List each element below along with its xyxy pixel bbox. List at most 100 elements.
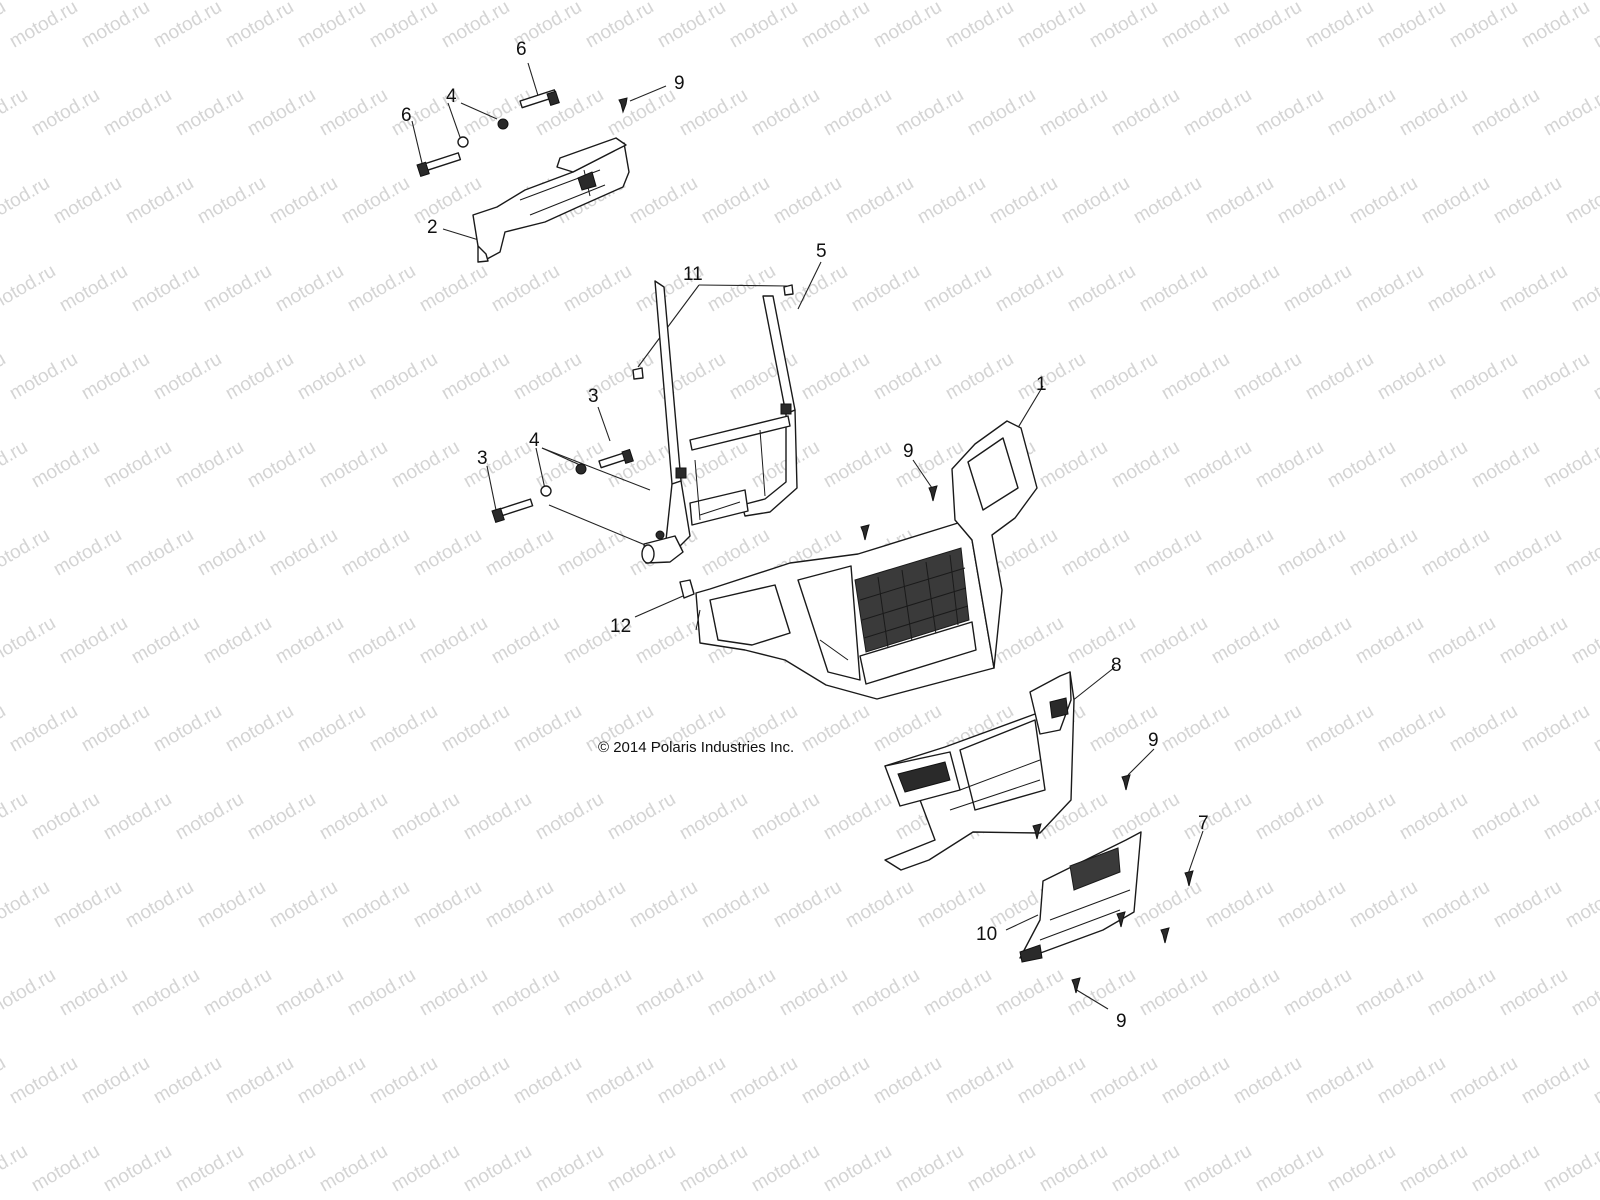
watermark-text: motod.ru — [200, 965, 275, 1021]
watermark-text: motod.ru — [1130, 525, 1205, 581]
watermark-text: motod.ru — [582, 0, 657, 52]
bolt-top-6 — [519, 89, 560, 109]
watermark-text: motod.ru — [0, 173, 53, 229]
watermark-text: motod.ru — [726, 0, 801, 52]
watermark-text: motod.ru — [56, 965, 131, 1021]
nut-mid-4b — [540, 485, 552, 497]
watermark-text: motod.ru — [770, 877, 845, 933]
watermark-text: motod.ru — [820, 85, 895, 141]
watermark-text: motod.ru — [1468, 789, 1543, 845]
callout-9-bottom: 9 — [1116, 1011, 1127, 1032]
watermark-text: motod.ru — [1086, 349, 1161, 405]
watermark-text: motod.ru — [1418, 877, 1493, 933]
watermark-text: motod.ru — [1396, 1141, 1471, 1197]
watermark-text: motod.ru — [244, 85, 319, 141]
watermark-text: motod.ru — [914, 173, 989, 229]
watermark-text: motod.ru — [194, 525, 269, 581]
watermark-text: motod.ru — [1496, 613, 1571, 669]
watermark-text: motod.ru — [338, 525, 413, 581]
watermark-text: motod.ru — [1540, 1141, 1600, 1197]
watermark-text: motod.ru — [482, 877, 557, 933]
watermark-text: motod.ru — [510, 701, 585, 757]
watermark-text: motod.ru — [0, 877, 53, 933]
watermark-text: motod.ru — [460, 1141, 535, 1197]
watermark-text: motod.ru — [870, 701, 945, 757]
watermark-text: motod.ru — [1180, 85, 1255, 141]
watermark-text: motod.ru — [1446, 1053, 1521, 1109]
callout-5: 5 — [816, 241, 827, 262]
watermark-text: motod.ru — [1590, 1053, 1600, 1109]
watermark-text: motod.ru — [1130, 877, 1205, 933]
watermark-text: motod.ru — [0, 789, 31, 845]
watermark-text: motod.ru — [0, 613, 59, 669]
watermark-text: motod.ru — [848, 965, 923, 1021]
watermark-text: motod.ru — [676, 85, 751, 141]
watermark-text: motod.ru — [1252, 85, 1327, 141]
watermark-text: motod.ru — [626, 877, 701, 933]
brush-guard-frame — [641, 280, 798, 564]
watermark-text: motod.ru — [1446, 0, 1521, 52]
clip-11b — [783, 284, 794, 296]
watermark-text: motod.ru — [100, 1141, 175, 1197]
callout-4-mid: 4 — [529, 430, 540, 451]
callout-12: 12 — [610, 616, 631, 637]
watermark-text: motod.ru — [272, 613, 347, 669]
watermark-text: motod.ru — [1064, 261, 1139, 317]
screw-grille-mid — [860, 524, 870, 541]
watermark-text: motod.ru — [1518, 0, 1593, 52]
watermark-text: motod.ru — [1352, 965, 1427, 1021]
watermark-text: motod.ru — [820, 789, 895, 845]
watermark-text: motod.ru — [194, 173, 269, 229]
clip-nut-12 — [679, 579, 695, 599]
watermark-text: motod.ru — [122, 877, 197, 933]
watermark-text: motod.ru — [1446, 701, 1521, 757]
watermark-text: motod.ru — [1230, 349, 1305, 405]
watermark-text: motod.ru — [266, 877, 341, 933]
watermark-text: motod.ru — [366, 349, 441, 405]
watermark-text: motod.ru — [438, 701, 513, 757]
watermark-text: motod.ru — [1086, 0, 1161, 52]
watermark-text: motod.ru — [892, 1141, 967, 1197]
watermark-text: motod.ru — [0, 1053, 9, 1109]
watermark-text: motod.ru — [1108, 789, 1183, 845]
watermark-text: motod.ru — [1496, 261, 1571, 317]
watermark-text: motod.ru — [1036, 1141, 1111, 1197]
callout-4-top: 4 — [446, 86, 457, 107]
watermark-text: motod.ru — [1058, 525, 1133, 581]
watermark-text: motod.ru — [410, 525, 485, 581]
watermark-text: motod.ru — [1374, 0, 1449, 52]
callout-1: 1 — [1036, 374, 1047, 395]
watermark-text: motod.ru — [632, 613, 707, 669]
callout-9-top: 9 — [674, 73, 685, 94]
watermark-text: motod.ru — [50, 525, 125, 581]
watermark-text: motod.ru — [338, 877, 413, 933]
callout-7: 7 — [1198, 813, 1209, 834]
bolt-left-3 — [491, 498, 534, 524]
watermark-text: motod.ru — [222, 701, 297, 757]
watermark-text: motod.ru — [172, 85, 247, 141]
watermark-text: motod.ru — [1424, 261, 1499, 317]
watermark-text: motod.ru — [798, 0, 873, 52]
watermark-text: motod.ru — [128, 613, 203, 669]
watermark-text: motod.ru — [366, 701, 441, 757]
watermark-text: motod.ru — [1202, 877, 1277, 933]
watermark-text: motod.ru — [1324, 1141, 1399, 1197]
watermark-text: motod.ru — [1396, 789, 1471, 845]
watermark-text: motod.ru — [1352, 613, 1427, 669]
watermark-text: motod.ru — [1136, 965, 1211, 1021]
watermark-text: motod.ru — [460, 85, 535, 141]
watermark-text: motod.ru — [28, 437, 103, 493]
watermark-text: motod.ru — [942, 349, 1017, 405]
watermark-text: motod.ru — [100, 85, 175, 141]
watermark-text: motod.ru — [1374, 349, 1449, 405]
watermark-text: motod.ru — [1158, 701, 1233, 757]
watermark-text: motod.ru — [1036, 437, 1111, 493]
watermark-text: motod.ru — [1064, 613, 1139, 669]
callout-9-grille: 9 — [903, 441, 914, 462]
watermark-text: motod.ru — [1064, 965, 1139, 1021]
watermark-text: motod.ru — [1230, 1053, 1305, 1109]
watermark-text: motod.ru — [992, 965, 1067, 1021]
watermark-text: motod.ru — [266, 173, 341, 229]
watermark-text: motod.ru — [776, 965, 851, 1021]
